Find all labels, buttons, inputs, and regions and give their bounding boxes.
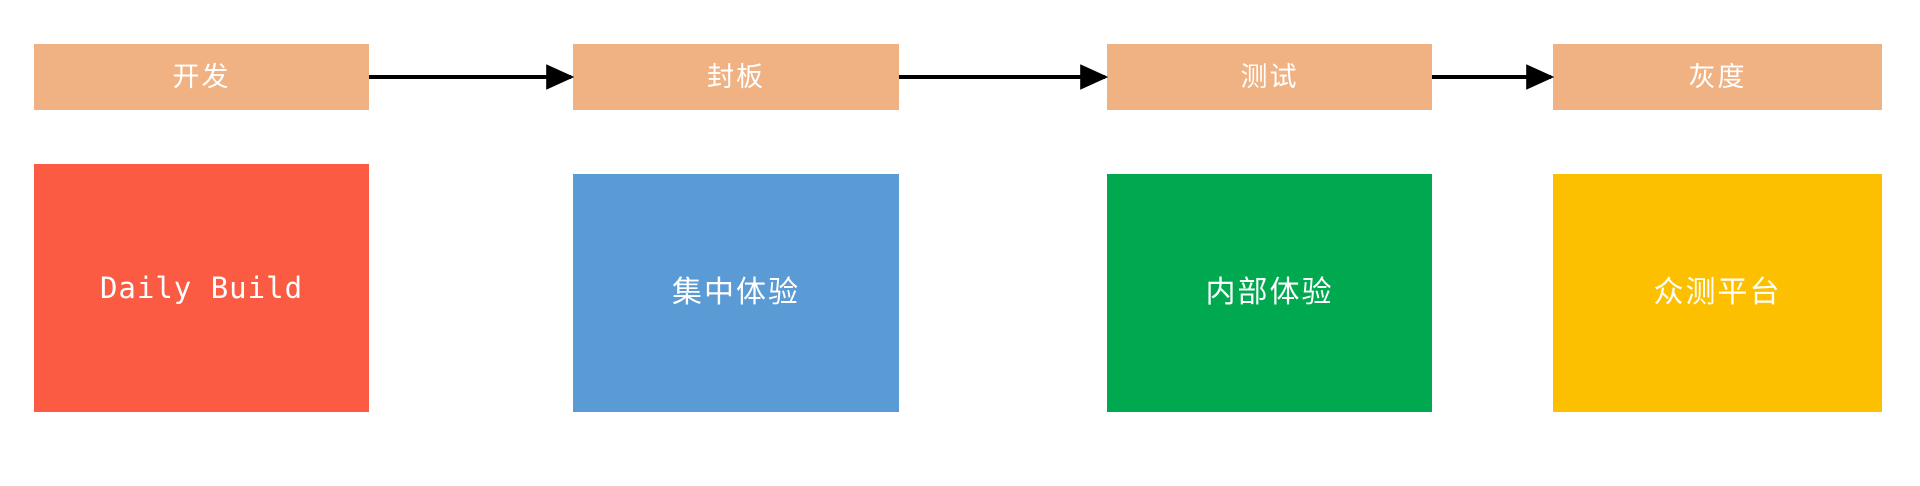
stage-card-daily-build[interactable]: Daily Build [34, 164, 369, 412]
stage-card-crowd-test-platform[interactable]: 众测平台 [1553, 174, 1882, 412]
stage-header-dev[interactable]: 开发 [34, 44, 369, 110]
stage-header-gray-release[interactable]: 灰度 [1553, 44, 1882, 110]
stage-header-label: 测试 [1240, 61, 1299, 92]
stage-header-label: 封板 [707, 61, 765, 92]
stage-header-label: 灰度 [1688, 61, 1747, 92]
stage-header-label: 开发 [172, 61, 231, 92]
stage-card-group-experience[interactable]: 集中体验 [573, 174, 899, 412]
stage-card-label: 众测平台 [1653, 276, 1782, 309]
stage-card-label: Daily Build [99, 270, 304, 305]
stage-card-label: 集中体验 [672, 276, 800, 309]
stage-header-test[interactable]: 测试 [1107, 44, 1432, 110]
stage-card-internal-experience[interactable]: 内部体验 [1107, 174, 1432, 412]
stage-header-code-freeze[interactable]: 封板 [573, 44, 899, 110]
stage-card-label: 内部体验 [1205, 276, 1334, 309]
